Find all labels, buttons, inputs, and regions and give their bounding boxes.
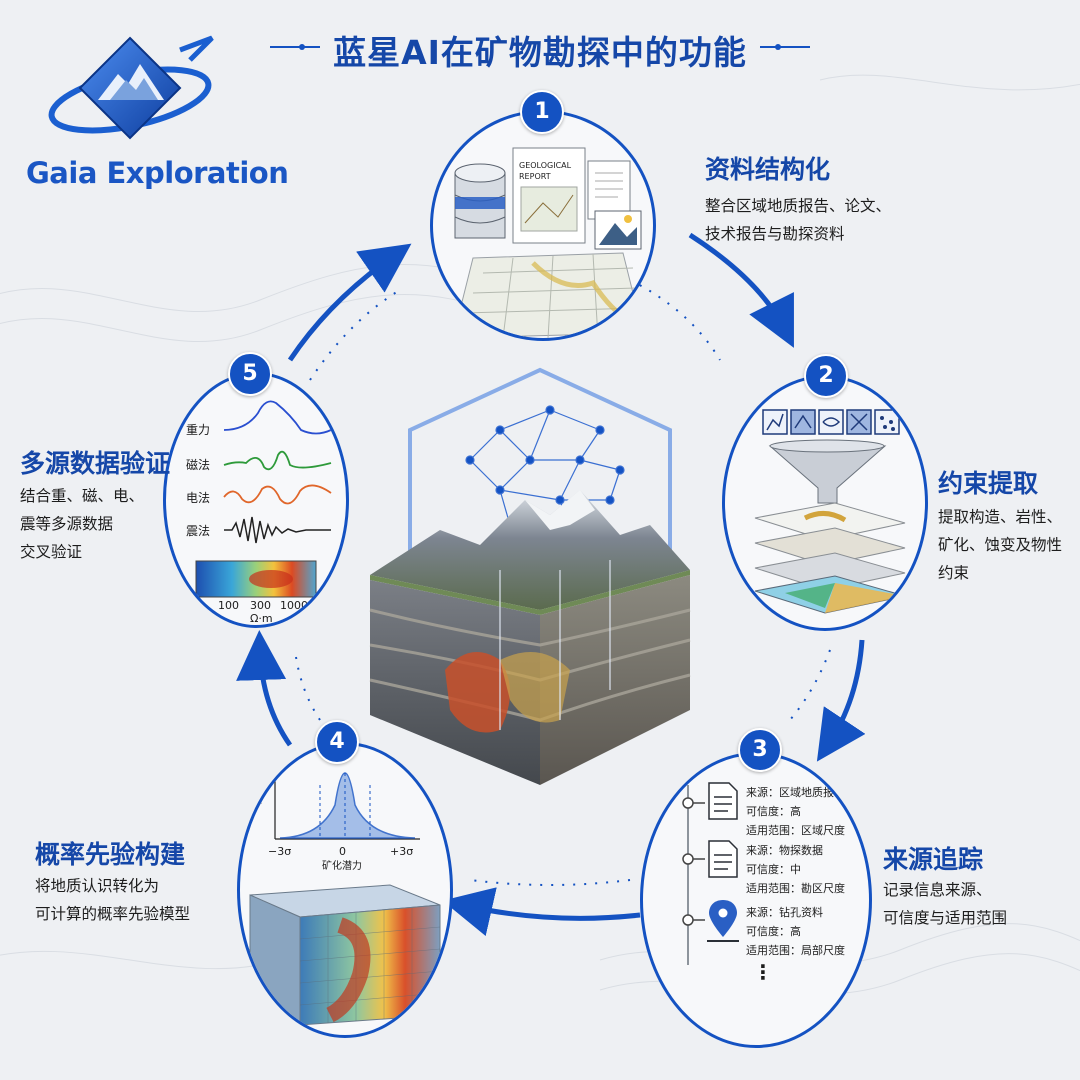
step4-number-badge: 4	[315, 720, 359, 764]
step3-description: 记录信息来源、 可信度与适用范围	[883, 881, 1008, 927]
chart-x-label: 矿化潜力	[322, 861, 362, 872]
mountain-logo-icon	[48, 35, 214, 140]
step3-circle: 来源：区域地质报告 可信度：高 适用范围：区域尺度 来源：物探数据 可信度：中 …	[640, 752, 872, 1048]
step3-title: 来源追踪	[883, 845, 984, 874]
step3-timeline	[682, 782, 739, 965]
step2-circle	[722, 375, 928, 631]
structure-icon	[790, 409, 816, 435]
step4-distribution-chart	[249, 772, 441, 1026]
step3-number-badge: 3	[738, 728, 782, 772]
step5-traces	[195, 400, 332, 598]
step1-circle: GEOLOGICAL REPORT	[430, 110, 656, 341]
step4-circle: 概率 −3σ 0 +3σ 矿化潜力	[237, 742, 453, 1038]
seismic-trace	[224, 516, 331, 544]
trace-label-magnetic: 磁法	[186, 458, 211, 472]
step4-title: 概率先验构建	[35, 840, 186, 869]
central-geology-block	[369, 367, 691, 785]
chart-tick-center: 0	[339, 845, 346, 858]
source-entry-3: 来源：钻孔资料 可信度：高 适用范围：局部尺度	[746, 906, 845, 957]
document-icon	[708, 840, 738, 878]
step1-title: 资料结构化	[705, 155, 831, 184]
scale-tick-300: 300	[250, 599, 271, 612]
trace-label-seismic: 震法	[186, 524, 211, 538]
step5-title: 多源数据验证	[20, 449, 171, 478]
chart-tick-left: −3σ	[268, 845, 292, 858]
title-decoration	[270, 44, 810, 50]
step5-description: 结合重、磁、电、 震等多源数据 交叉验证	[20, 487, 145, 561]
source-entry-2: 来源：物探数据 可信度：中 适用范围：勘区尺度	[746, 844, 845, 895]
scale-tick-1000: 1000	[280, 599, 308, 612]
step4-description: 将地质认识转化为 可计算的概率先验模型	[35, 877, 191, 923]
step2-illustration	[754, 409, 906, 614]
chart-y-label: 概率	[252, 785, 262, 808]
page-title: 蓝星AI在矿物勘探中的功能	[333, 33, 747, 72]
step1-description: 整合区域地质报告、论文、 技术报告与勘探资料	[705, 197, 892, 243]
source-entry-1: 来源：区域地质报告 可信度：高 适用范围：区域尺度	[746, 786, 845, 837]
step5-circle: 重力 磁法 电法 震法 100 300 1000 Ω·m	[163, 372, 349, 628]
chart-tick-right: +3σ	[390, 845, 414, 858]
geological-report-document: GEOLOGICAL REPORT	[512, 147, 586, 244]
scale-tick-100: 100	[218, 599, 239, 612]
electric-trace	[223, 484, 332, 505]
step5-number-badge: 5	[228, 352, 272, 396]
step2-title: 约束提取	[938, 469, 1039, 498]
step2-number-badge: 2	[804, 354, 848, 398]
svg-text:GEOLOGICAL: GEOLOGICAL	[519, 161, 572, 170]
trace-label-gravity: 重力	[186, 423, 211, 437]
step1-illustration: GEOLOGICAL REPORT	[452, 147, 644, 338]
svg-text:REPORT: REPORT	[519, 172, 551, 181]
scale-unit: Ω·m	[250, 612, 273, 625]
database-icon	[454, 163, 506, 239]
location-pin-icon	[707, 900, 739, 942]
image-icon	[594, 210, 642, 250]
trace-label-electric: 电法	[186, 491, 211, 505]
more-sources-indicator: ⋮	[753, 960, 773, 984]
document-icon	[587, 160, 631, 220]
step2-description: 提取构造、岩性、 矿化、蚀变及物性 约束	[938, 508, 1063, 582]
gravity-trace	[223, 400, 332, 435]
document-icon	[708, 782, 738, 820]
step1-number-badge: 1	[520, 90, 564, 134]
dots-icon	[874, 409, 900, 435]
magnetic-trace	[223, 450, 332, 471]
brand-name: Gaia Exploration	[26, 156, 289, 190]
